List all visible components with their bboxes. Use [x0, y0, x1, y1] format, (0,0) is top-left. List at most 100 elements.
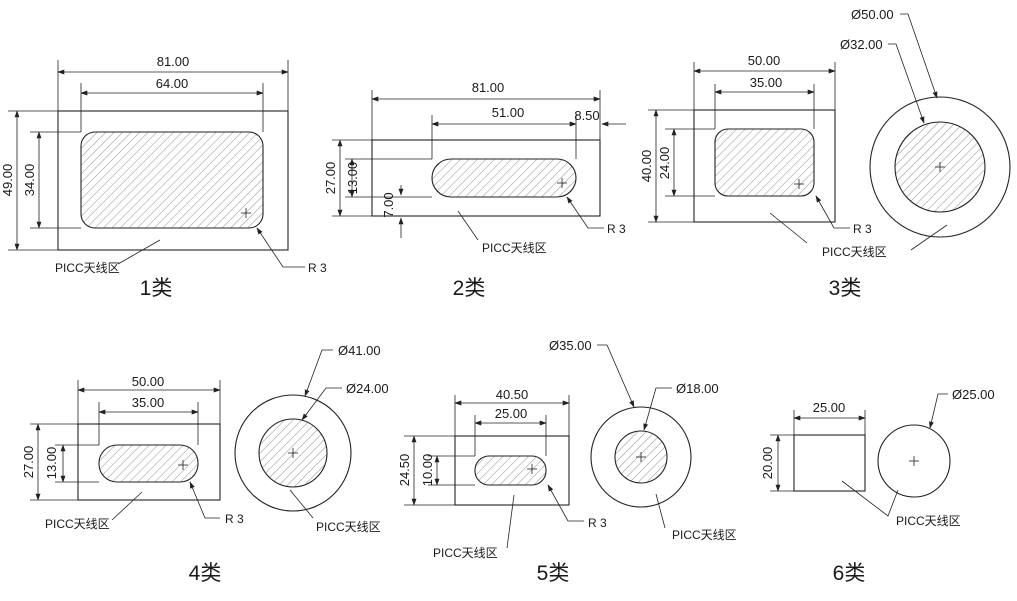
- type5-inner-diameter-leader: [643, 387, 672, 431]
- type5-radius-label: R 3: [588, 516, 607, 530]
- type1-outer-height: 49.00: [0, 164, 15, 197]
- type5-outer-circle: [590, 406, 692, 508]
- type6-caption: 6类: [833, 562, 866, 585]
- type5-center-mark: [527, 464, 537, 474]
- type3-figure: 50.00 35.00 40.00 24.00 R 3 PICC天线区 Ø50.…: [639, 7, 1011, 300]
- type2-caption: 2类: [453, 277, 486, 300]
- type4-outer-width: 50.00: [132, 374, 165, 389]
- type6-height: 20.00: [760, 447, 775, 480]
- type5-picc-label: PICC天线区: [433, 546, 498, 560]
- type3-picc-label: PICC天线区: [822, 245, 887, 259]
- type2-right-margin: 8.50: [574, 108, 599, 123]
- type6-circle-center-mark: [909, 456, 919, 466]
- type1-antenna-area: [80, 131, 264, 229]
- type4-center-mark: [178, 460, 188, 470]
- type2-bottom-margin: 7.00: [381, 192, 396, 217]
- type4-inner-width: 35.00: [132, 395, 165, 410]
- type4-radius-label: R 3: [225, 512, 244, 526]
- type2-picc-leader: [457, 210, 479, 241]
- type4-outer-height: 27.00: [21, 446, 36, 479]
- type4-inner-diameter-leader: [301, 387, 342, 421]
- type2-radius-leader: [566, 196, 604, 229]
- type6-picc-label: PICC天线区: [896, 514, 961, 528]
- type4-radius-leader: [189, 481, 220, 519]
- type3-inner-diameter: Ø32.00: [840, 37, 883, 52]
- type1-center-mark: [241, 208, 251, 218]
- type2-inner-width: 51.00: [492, 105, 525, 120]
- type4-antenna-area: [98, 444, 199, 483]
- type1-radius-label: R 3: [308, 261, 327, 275]
- type5-circle-picc-leader: [655, 493, 666, 529]
- type1-outer-width: 81.00: [157, 54, 190, 69]
- type4-outer-diameter-leader: [304, 349, 333, 397]
- type2-outer-width: 81.00: [472, 80, 505, 95]
- type3-outer-circle: [869, 96, 1011, 238]
- type4-picc-label: PICC天线区: [45, 517, 110, 531]
- type4-outer-circle: [234, 394, 352, 512]
- type4-picc-leader: [111, 491, 143, 521]
- type5-picc-leader: [506, 494, 515, 549]
- type6-width: 25.00: [813, 400, 846, 415]
- type2-outer-height: 27.00: [323, 162, 338, 195]
- type3-center-mark: [794, 179, 804, 189]
- type3-inner-height: 24.00: [657, 147, 672, 180]
- type4-circle-picc-leader: [289, 489, 314, 519]
- type3-inner-diameter-leader: [888, 43, 925, 124]
- type4-card-outline: [77, 423, 221, 501]
- type2-card-outline: [371, 139, 601, 217]
- type5-outer-height: 24.50: [397, 454, 412, 487]
- type3-antenna-area: [714, 128, 815, 197]
- type2-radius-label: R 3: [607, 222, 626, 236]
- type1-picc-leader: [117, 239, 161, 265]
- type3-inner-width: 35.00: [750, 75, 783, 90]
- type3-circle-picc-leader: [910, 224, 948, 251]
- type1-inner-height: 34.00: [22, 164, 37, 197]
- type6-figure: 25.00 20.00 Ø25.00 PICC天线区 6类: [760, 387, 995, 585]
- type5-circle-center-mark: [636, 452, 646, 462]
- type6-diameter: Ø25.00: [952, 387, 995, 402]
- type3-radius-leader: [815, 195, 850, 229]
- type6-circle-area: [877, 424, 951, 498]
- type3-radius-label: R 3: [853, 222, 872, 236]
- type4-inner-height: 13.00: [44, 447, 59, 480]
- type1-inner-width: 64.00: [156, 76, 189, 91]
- type3-outer-diameter: Ø50.00: [851, 7, 894, 22]
- type5-circle-picc-label: PICC天线区: [672, 528, 737, 542]
- type1-figure: 81.00 64.00 49.00 34.00 R 3 PICC天线区 1类: [0, 54, 327, 300]
- type2-inner-height: 13.00: [345, 162, 360, 195]
- type4-figure: 50.00 35.00 27.00 13.00 R 3 PICC天线区 Ø41.…: [21, 343, 389, 585]
- type3-outer-diameter-leader: [900, 13, 938, 99]
- type5-caption: 5类: [537, 562, 570, 585]
- type3-outer-height: 40.00: [639, 150, 654, 183]
- type1-radius-leader: [256, 227, 305, 268]
- type4-circle-center-mark: [288, 448, 298, 458]
- type6-diameter-leader: [929, 393, 948, 429]
- type5-outer-diameter-leader: [597, 344, 635, 408]
- type5-card-outline: [454, 435, 570, 506]
- type1-picc-label: PICC天线区: [55, 261, 120, 275]
- type5-figure: 40.50 25.00 24.50 10.00 R 3 PICC天线区 Ø35.…: [397, 338, 737, 585]
- type5-inner-width: 25.00: [495, 406, 528, 421]
- type5-antenna-area: [474, 455, 547, 486]
- type5-radius-leader: [547, 484, 584, 522]
- type3-caption: 3类: [829, 277, 862, 300]
- type3-circle-center-mark: [935, 162, 945, 172]
- type4-circle-picc-label: PICC天线区: [316, 520, 381, 534]
- type5-inner-diameter: Ø18.00: [676, 381, 719, 396]
- type2-figure: 81.00 51.00 8.50 27.00 13.00 7.00 R 3 PI…: [323, 80, 626, 300]
- type6-picc-leader: [841, 480, 899, 517]
- type2-antenna-area: [431, 158, 577, 198]
- type4-outer-diameter: Ø41.00: [338, 343, 381, 358]
- type2-center-mark: [557, 178, 567, 188]
- type6-rect-area: [793, 434, 866, 492]
- type4-inner-diameter: Ø24.00: [346, 381, 389, 396]
- type3-card-outline: [693, 109, 836, 223]
- type5-outer-width: 40.50: [496, 387, 529, 402]
- type1-card-outline: [57, 110, 289, 251]
- type3-picc-leader: [769, 212, 808, 244]
- type1-caption: 1类: [140, 277, 173, 300]
- type3-outer-width: 50.00: [748, 53, 781, 68]
- type5-inner-height: 10.00: [420, 454, 435, 487]
- type5-outer-diameter: Ø35.00: [549, 338, 592, 353]
